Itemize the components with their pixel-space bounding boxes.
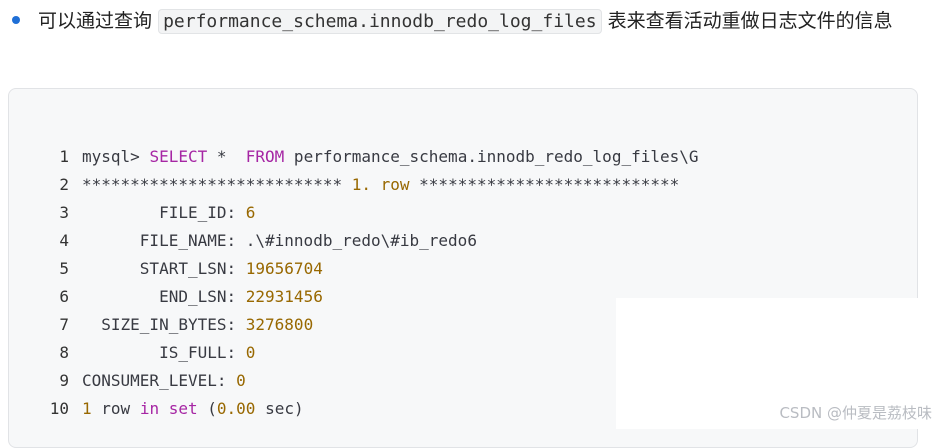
- code-line: 7 SIZE_IN_BYTES: 3276800: [9, 311, 699, 339]
- line-number: 9: [59, 371, 69, 390]
- code-line: 6 END_LSN: 22931456: [9, 283, 699, 311]
- code-token: 0.00: [216, 399, 256, 418]
- code-lines: 1 mysql> SELECT * FROM performance_schema…: [9, 143, 699, 423]
- code-token: FILE_NAME: .\#innodb_redo\#ib_redo6: [82, 231, 477, 250]
- line-number: 6: [59, 287, 69, 306]
- code-line: 2 *************************** 1. row ****…: [9, 171, 699, 199]
- code-token: set: [168, 399, 198, 418]
- line-content: FILE_NAME: .\#innodb_redo\#ib_redo6: [82, 227, 477, 255]
- code-line: 10 1 row in set (0.00 sec): [9, 395, 699, 423]
- code-token: 3276800: [245, 315, 314, 334]
- code-token: END_LSN:: [82, 287, 246, 306]
- code-token: 22931456: [245, 287, 323, 306]
- line-content: FILE_ID: 6: [82, 199, 255, 227]
- code-token: 0: [245, 343, 256, 362]
- intro-bullet: 可以通过查询 performance_schema.innodb_redo_lo…: [12, 6, 922, 37]
- line-content: mysql> SELECT * FROM performance_schema.…: [82, 143, 699, 171]
- code-token: 6: [245, 203, 256, 222]
- code-line: 8 IS_FULL: 0: [9, 339, 699, 367]
- code-block: 1 mysql> SELECT * FROM performance_schema…: [8, 88, 918, 448]
- line-content: END_LSN: 22931456: [82, 283, 323, 311]
- code-line: 1 mysql> SELECT * FROM performance_schema…: [9, 143, 699, 171]
- code-token: START_LSN:: [82, 259, 246, 278]
- code-token: 1.: [351, 175, 371, 194]
- code-token: CONSUMER_LEVEL:: [82, 371, 237, 390]
- line-number: 10: [49, 399, 69, 418]
- line-number: 3: [59, 203, 69, 222]
- line-content: SIZE_IN_BYTES: 3276800: [82, 311, 313, 339]
- code-token: row: [101, 399, 131, 418]
- intro-text: 可以通过查询 performance_schema.innodb_redo_lo…: [38, 6, 922, 37]
- code-token: mysql>: [82, 147, 150, 166]
- code-line: 3 FILE_ID: 6: [9, 199, 699, 227]
- line-content: CONSUMER_LEVEL: 0: [82, 367, 246, 395]
- code-token: in: [139, 399, 160, 418]
- code-line: 4 FILE_NAME: .\#innodb_redo\#ib_redo6: [9, 227, 699, 255]
- watermark: CSDN @仲夏是荔枝味: [779, 404, 932, 422]
- code-token: [159, 399, 169, 418]
- code-token: ***************************: [82, 175, 352, 194]
- code-token: 19656704: [245, 259, 323, 278]
- code-token: ***************************: [409, 175, 680, 194]
- line-content: IS_FULL: 0: [82, 339, 255, 367]
- code-token: [92, 399, 102, 418]
- code-token: row: [380, 175, 410, 194]
- line-content: START_LSN: 19656704: [82, 255, 323, 283]
- line-number: 1: [59, 147, 69, 166]
- line-content: *************************** 1. row *****…: [82, 171, 679, 199]
- code-token: (: [197, 399, 217, 418]
- intro-suffix: 表来查看活动重做日志文件的信息: [607, 10, 893, 32]
- line-content: 1 row in set (0.00 sec): [82, 395, 304, 423]
- code-token: SIZE_IN_BYTES:: [82, 315, 246, 334]
- code-token: performance_schema.innodb_redo_log_files…: [284, 147, 699, 166]
- inline-code: performance_schema.innodb_redo_log_files: [158, 9, 602, 34]
- code-token: SELECT: [149, 147, 208, 166]
- bullet-dot-icon: [12, 16, 20, 24]
- code-token: [130, 399, 140, 418]
- code-token: [371, 175, 381, 194]
- code-line: 5 START_LSN: 19656704: [9, 255, 699, 283]
- code-token: IS_FULL:: [82, 343, 246, 362]
- code-token: 0: [236, 371, 246, 390]
- intro-prefix: 可以通过查询: [38, 10, 153, 32]
- line-number: 8: [59, 343, 69, 362]
- line-number: 2: [59, 175, 69, 194]
- code-line: 9 CONSUMER_LEVEL: 0: [9, 367, 699, 395]
- line-number: 5: [59, 259, 69, 278]
- code-token: FILE_ID:: [82, 203, 246, 222]
- overlay-patch: [616, 298, 938, 429]
- line-number: 7: [59, 315, 69, 334]
- code-token: sec): [255, 399, 304, 418]
- code-token: FROM: [245, 147, 285, 166]
- code-token: *: [207, 147, 246, 166]
- code-token: 1: [82, 399, 92, 418]
- line-number: 4: [59, 231, 69, 250]
